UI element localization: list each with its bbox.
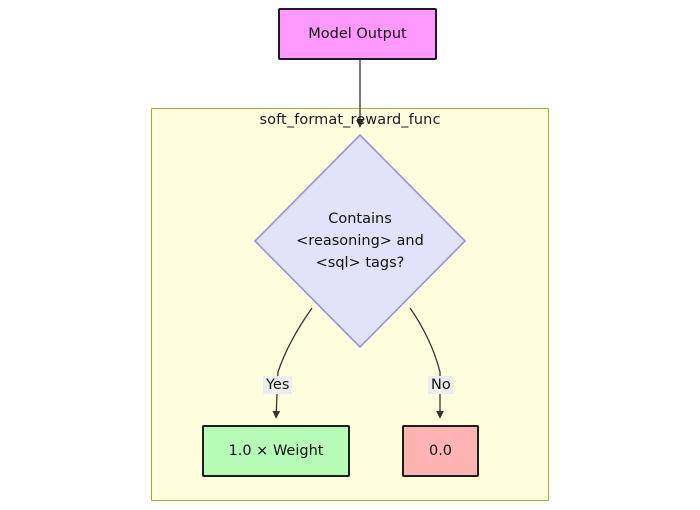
node-decision-label-line-1: Contains	[328, 211, 392, 227]
node-reward-value[interactable]: 1.0 × Weight	[202, 425, 350, 477]
edge-label-yes: Yes	[263, 376, 293, 394]
node-decision-label-line-3: <sql> tags?	[315, 255, 405, 271]
node-decision[interactable]: Contains <reasoning> and <sql> tags?	[253, 133, 467, 349]
subgraph-title: soft_format_reward_func	[259, 112, 441, 128]
node-model-output[interactable]: Model Output	[278, 8, 437, 60]
diamond-shape	[253, 133, 467, 349]
node-model-output-label: Model Output	[308, 26, 407, 42]
node-zero-value-label: 0.0	[428, 443, 453, 459]
node-decision-label-line-2: <reasoning> and	[296, 233, 424, 249]
node-zero-value[interactable]: 0.0	[402, 425, 479, 477]
node-reward-value-label: 1.0 × Weight	[228, 443, 324, 459]
edge-label-no: No	[428, 376, 454, 394]
node-decision-label: Contains <reasoning> and <sql> tags?	[253, 133, 467, 349]
